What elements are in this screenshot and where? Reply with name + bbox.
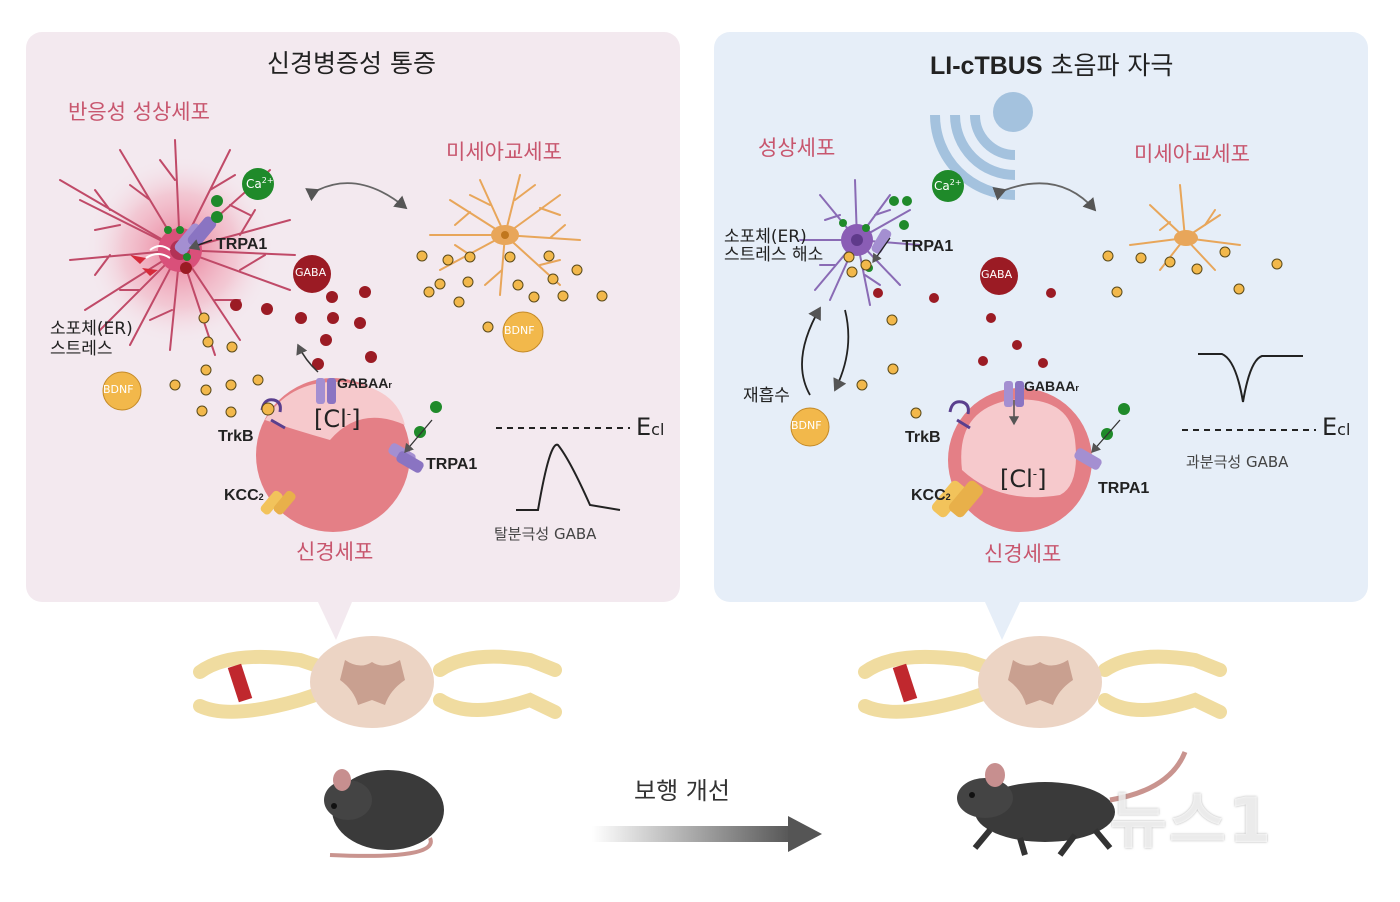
news1-watermark: 뉴스1	[1110, 784, 1274, 857]
right-panel-title: LI-cTBUS 초음파 자극	[930, 51, 1174, 80]
trpa1-label-neuron-right: TRPA1	[1098, 480, 1150, 497]
er-relief-label-line2: 스트레스 해소	[724, 245, 824, 265]
kcc2-transporter-icon	[260, 490, 296, 515]
er-stress-label-line1: 소포체(ER)	[50, 319, 133, 339]
trkb-label: TrkB	[218, 428, 254, 445]
trpa1-channel-icon	[174, 216, 217, 255]
ca-ion-icon	[242, 168, 274, 200]
trpa1-neuron-icon	[388, 401, 442, 473]
chloride-label-right: [Cl-]	[1000, 465, 1047, 493]
microglia-label: 미세아교세포	[446, 140, 562, 164]
neuron-cell-icon	[256, 378, 410, 532]
er-stress-label-line2: 스트레스	[50, 339, 113, 359]
mouse-walking-icon	[957, 751, 1188, 857]
spinal-cord-icon	[193, 636, 562, 728]
astrocyte-label: 성상세포	[758, 136, 836, 160]
microglia-label-right: 미세아교세포	[1134, 142, 1250, 166]
bdnf-label-microglia: BDNF	[504, 324, 535, 337]
spinal-cord-right-icon	[858, 636, 1227, 728]
trpa1-label-astrocyte-right: TRPA1	[902, 238, 954, 255]
walking-improvement-label: 보행 개선	[634, 777, 730, 805]
depolarizing-gaba-label: 탈분극성 GABA	[494, 525, 597, 543]
ca-label: Ca2+	[246, 176, 274, 191]
kcc2-label: KCC2	[224, 487, 264, 504]
gaba-molecule-icon	[293, 255, 331, 293]
arrow-right-icon	[592, 826, 792, 842]
neuron-label: 신경세포	[296, 540, 374, 564]
hyperpolarizing-gaba-label: 과분극성 GABA	[1186, 453, 1289, 471]
bdnf-label-left: BDNF	[103, 383, 134, 396]
ecl-label-right: Ecl	[1322, 413, 1351, 441]
trkb-label-right: TrkB	[905, 429, 941, 446]
gaba-label: GABA	[295, 266, 327, 279]
gabaa-receptor-label: GABAAr	[337, 375, 392, 391]
mouse-hunched-icon	[324, 769, 444, 858]
bdnf-label-right: BDNF	[791, 419, 822, 432]
hyperpolarizing-trace	[1198, 353, 1303, 403]
reuptake-label: 재흡수	[743, 386, 790, 406]
left-panel-title: 신경병증성 통증	[267, 49, 436, 78]
er-relief-label-line1: 소포체(ER)	[724, 227, 807, 247]
ca-label-right: Ca2+	[934, 178, 962, 193]
chloride-label: [Cl-]	[314, 405, 361, 433]
kcc2-label-right: KCC2	[911, 487, 951, 504]
gabaa-receptor-label-right: GABAAr	[1024, 378, 1079, 394]
gaba-label-right: GABA	[981, 268, 1013, 281]
reactive-astrocyte-label: 반응성 성상세포	[68, 100, 210, 124]
depolarizing-trace	[516, 443, 621, 511]
trpa1-channel-right-icon	[871, 228, 892, 264]
bdnf-molecule-icon	[102, 371, 142, 411]
gabaa-receptor-icon	[296, 343, 336, 404]
trpa1-label-neuron: TRPA1	[426, 456, 478, 473]
trpa1-label-astrocyte: TRPA1	[216, 236, 268, 253]
ecl-label: Ecl	[636, 413, 665, 441]
neuron-label-right: 신경세포	[984, 542, 1062, 566]
